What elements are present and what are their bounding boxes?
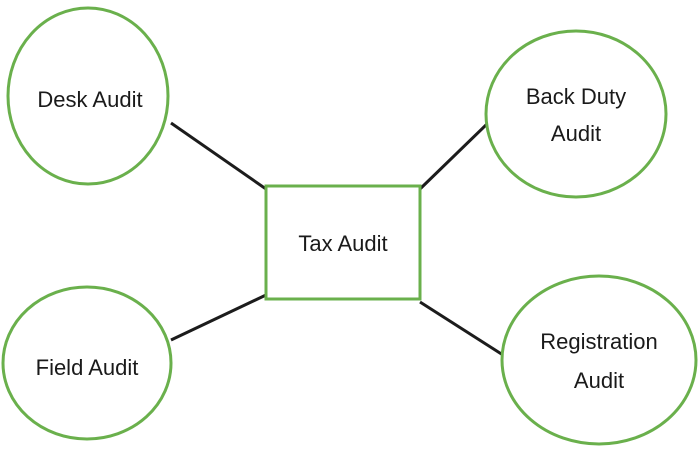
field-audit-circle	[1, 285, 173, 441]
desk-audit-circle	[6, 6, 170, 186]
center-node-tax-audit: Tax Audit	[264, 184, 422, 301]
node-registration-audit: Registration Audit	[500, 274, 698, 446]
connector-back-duty-audit	[418, 122, 489, 191]
connector-field-audit	[170, 293, 267, 342]
back-duty-audit-circle	[484, 29, 668, 199]
node-back-duty-audit: Back Duty Audit	[484, 29, 668, 199]
center-node-box	[264, 184, 422, 301]
connector-registration-audit	[419, 300, 504, 357]
field-audit-label: Field Audit	[36, 355, 139, 380]
node-field-audit: Field Audit	[1, 285, 173, 441]
node-desk-audit: Desk Audit	[6, 6, 170, 186]
registration-audit-label-line-2: Audit	[574, 368, 624, 393]
connector-desk-audit	[170, 121, 267, 191]
back-duty-audit-label-line-1: Back Duty	[526, 84, 626, 109]
registration-audit-label-line-1: Registration	[540, 329, 657, 354]
desk-audit-label: Desk Audit	[37, 87, 142, 112]
center-node-label: Tax Audit	[298, 231, 387, 256]
back-duty-audit-label-line-2: Audit	[551, 121, 601, 146]
registration-audit-circle	[500, 274, 698, 446]
